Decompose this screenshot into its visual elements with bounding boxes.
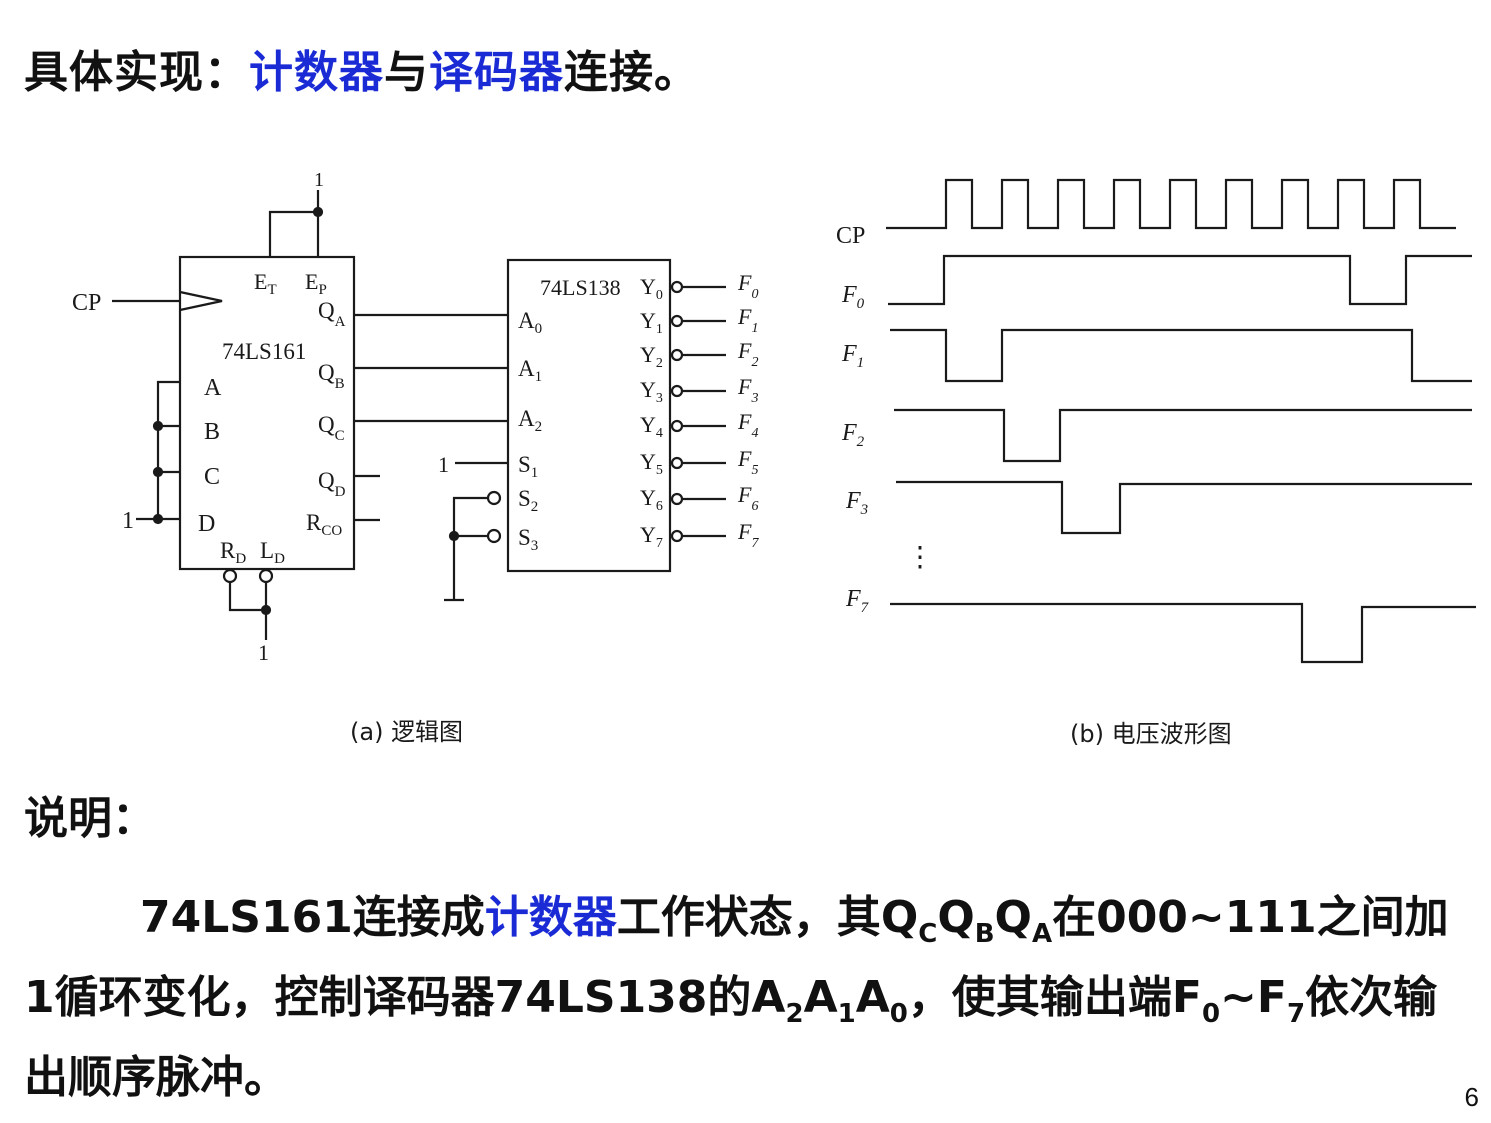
title-decoder-highlight: 译码器 [429,47,564,98]
a0-label: A0 [518,308,542,337]
s2-bubble [486,490,502,506]
waveform-diagram: CP F0 F1 F2 F3 ⋮ F7 (b) 电压波形图 [836,178,1476,748]
wave-cp [886,178,1456,230]
decoder-outputs: Y0 F0 Y1 F1 Y2 F2 Y3 F3 Y4 [640,270,759,551]
output-y3: Y3 F3 [640,374,758,406]
junction-dot [152,513,164,525]
unused-outputs [354,474,380,522]
description-paragraph: 74LS161连接成计数器工作状态，其QCQBQA在000~111之间加1循环变… [24,892,1449,1103]
s3-label: S3 [518,525,538,554]
wave-f0-label: F0 [841,282,865,312]
s3-bubble [486,528,502,544]
junction-dot [260,604,272,616]
pin-d-label: D [198,511,215,537]
wave-f3 [896,480,1472,535]
title-prefix: 具体实现： [24,47,249,98]
wave-f2-label: F2 [841,420,865,450]
logic-caption: (a) 逻辑图 [350,718,463,746]
qa-label: QA [318,298,346,330]
wave-f7-label: F7 [845,586,870,616]
cp-label: CP [72,290,101,316]
reset-load-wires [228,582,268,640]
enable-wires [268,190,320,257]
decoder-chip-box [506,258,672,573]
wave-f1 [890,328,1472,383]
description-counter-highlight: 计数器 [484,892,617,943]
wave-f1-label: F1 [841,341,864,371]
svg-text:Y3: Y3 [640,377,663,406]
output-y7: Y7 F7 [640,519,759,551]
svg-text:Y6: Y6 [640,485,663,514]
logic-diagram: 1 CP 1 A B C D ET EP 74LS161 QA QB QC QD… [72,169,759,746]
output-y4: Y4 F4 [640,409,758,441]
decoder-chip-name: 74LS138 [540,275,621,300]
et-label: ET [254,269,277,298]
rco-label: RCO [306,510,342,539]
wave-f0 [888,254,1472,306]
s1-one-label: 1 [438,452,449,477]
title-suffix: 连接。 [564,47,699,98]
clock-triangle [179,290,223,312]
svg-text:Y7: Y7 [640,522,663,551]
svg-text:Y1: Y1 [640,308,663,337]
rd-bubble [222,568,238,584]
qb-label: QB [318,360,345,392]
wave-ellipsis: ⋮ [906,542,934,573]
svg-text:Y2: Y2 [640,342,663,371]
title-counter-highlight: 计数器 [249,47,384,98]
wave-f7 [890,602,1476,664]
enable-one-label: 1 [314,169,324,191]
svg-text:F1: F1 [737,304,758,336]
qc-label: QC [318,412,345,444]
svg-text:Y4: Y4 [640,412,663,441]
a1-label: A1 [518,356,542,385]
data-input-bus [136,380,180,521]
output-y1: Y1 F1 [640,304,758,337]
svg-text:F5: F5 [737,446,758,478]
waveform-caption: (b) 电压波形图 [1070,720,1232,748]
a2-label: A2 [518,406,542,435]
wave-cp-label: CP [836,223,865,249]
svg-text:Y0: Y0 [640,274,663,303]
junction-dot [152,466,164,478]
output-y2: Y2 F2 [640,338,758,371]
circuit-figure: 1 CP 1 A B C D ET EP 74LS161 QA QB QC QD… [72,169,1476,748]
svg-text:Y5: Y5 [640,449,663,478]
slide-title: 具体实现：计数器与译码器连接。 [24,36,699,100]
output-y0: Y0 F0 [640,270,758,303]
pin-c-label: C [204,464,220,490]
ground-wires [444,496,488,602]
svg-text:F7: F7 [737,519,759,551]
counter-chip-name: 74LS161 [222,339,306,364]
svg-text:F6: F6 [737,482,758,514]
junction-dot [152,420,164,432]
output-y5: Y5 F5 [640,446,758,478]
ep-label: EP [305,269,327,298]
ld-bubble [258,568,274,584]
title-connector: 与 [384,47,429,98]
s1-label: S1 [518,452,538,481]
s2-label: S2 [518,486,538,515]
rd-label: RD [220,538,246,567]
svg-text:F3: F3 [737,374,758,406]
pin-b-label: B [204,419,220,445]
ld-label: LD [260,538,285,567]
wave-f2 [894,408,1472,463]
data-one-label: 1 [122,508,134,534]
svg-text:F2: F2 [737,338,758,370]
qd-label: QD [318,468,346,500]
description-heading: 说明： [24,793,156,844]
junction-dot [312,206,324,218]
pin-a-label: A [204,375,222,401]
q-to-a-wires [354,313,508,423]
junction-dot [448,530,460,542]
page-number: 6 [1464,1082,1479,1112]
svg-text:F0: F0 [737,270,758,302]
output-y6: Y6 F6 [640,482,758,514]
wave-f3-label: F3 [845,488,868,518]
reset-one-label: 1 [258,640,269,665]
svg-text:F4: F4 [737,409,758,441]
